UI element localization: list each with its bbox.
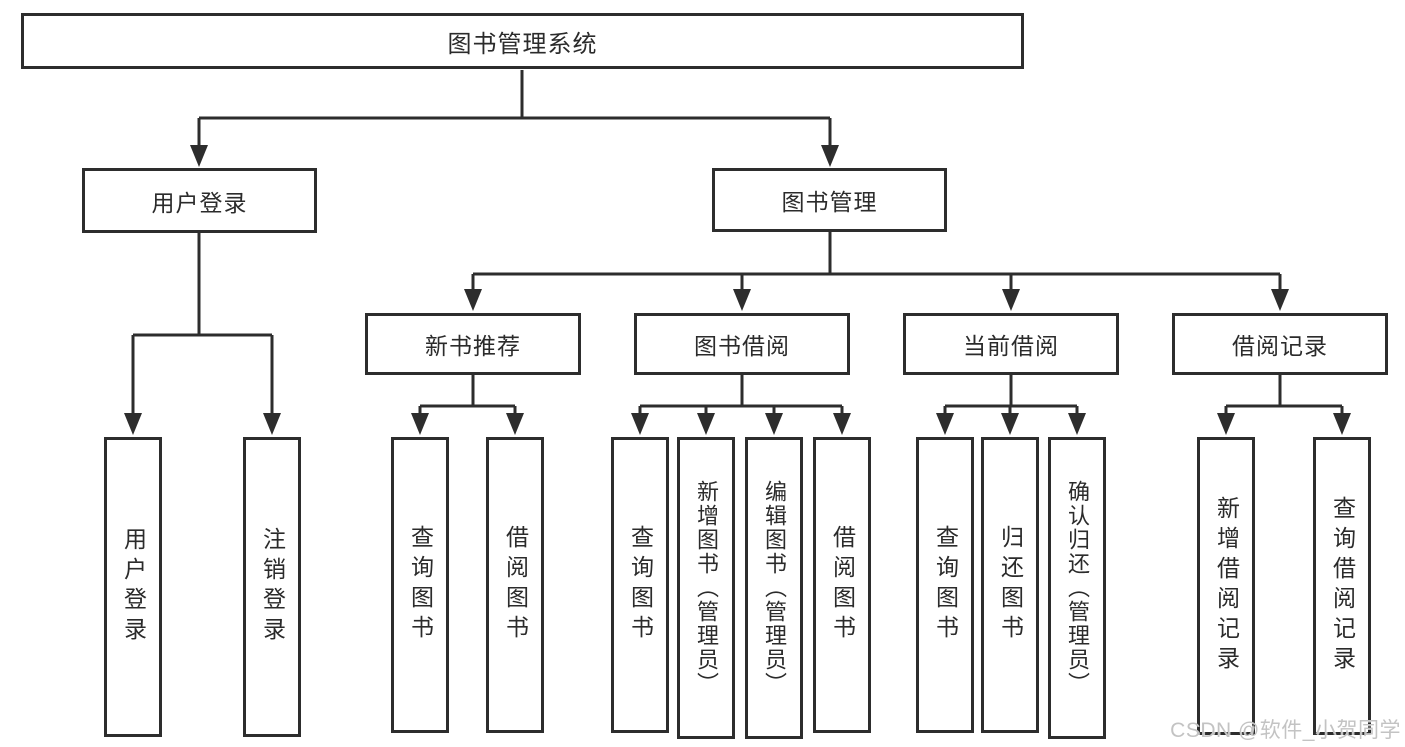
leaf-borrow-book-1: 借阅图书: [486, 437, 544, 733]
leaf-logout-label: 注销登录: [259, 527, 286, 647]
node-user-login: 用户登录: [82, 168, 317, 233]
leaf-add-borrow-record: 新增借阅记录: [1197, 437, 1255, 735]
leaf-query-book-2-label: 查询图书: [627, 525, 654, 645]
connector-user-login-children: [124, 233, 281, 435]
leaf-query-borrow-record: 查询借阅记录: [1313, 437, 1371, 735]
node-new-book-recommend: 新书推荐: [365, 313, 581, 375]
leaf-confirm-return-admin: 确认归还（管理员）: [1048, 437, 1106, 739]
watermark-text: CSDN @软件_小贺同学: [1170, 719, 1401, 742]
leaf-confirm-return-admin-label: 确认归还（管理员）: [1065, 480, 1090, 696]
node-borrow-records: 借阅记录: [1172, 313, 1388, 375]
connector-current-borrow-children: [936, 375, 1086, 435]
connector-root-to-level2: [190, 70, 839, 167]
leaf-query-book-2: 查询图书: [611, 437, 669, 733]
leaf-edit-book-admin: 编辑图书（管理员）: [745, 437, 803, 739]
leaf-logout: 注销登录: [243, 437, 301, 737]
leaf-edit-book-admin-label: 编辑图书（管理员）: [762, 480, 787, 696]
leaf-add-book-admin: 新增图书（管理员）: [677, 437, 735, 739]
node-current-borrow: 当前借阅: [903, 313, 1119, 375]
leaf-query-book-1-label: 查询图书: [407, 525, 434, 645]
leaf-borrow-book-1-label: 借阅图书: [502, 525, 529, 645]
leaf-add-borrow-record-label: 新增借阅记录: [1213, 496, 1240, 676]
connector-borrow-records-children: [1217, 375, 1351, 435]
node-root-label: 图书管理系统: [447, 30, 598, 58]
node-current-borrow-label: 当前借阅: [963, 333, 1059, 359]
node-book-management-label: 图书管理: [781, 189, 878, 215]
leaf-query-book-1: 查询图书: [391, 437, 449, 733]
leaf-add-book-admin-label: 新增图书（管理员）: [694, 480, 719, 696]
leaf-return-book-label: 归还图书: [997, 525, 1024, 645]
node-book-borrow: 图书借阅: [634, 313, 850, 375]
leaf-query-borrow-record-label: 查询借阅记录: [1329, 496, 1356, 676]
node-user-login-label: 用户登录: [151, 189, 248, 216]
node-new-book-recommend-label: 新书推荐: [425, 333, 521, 359]
node-book-borrow-label: 图书借阅: [694, 333, 790, 359]
connector-book-borrow-children: [631, 375, 851, 435]
node-root: 图书管理系统: [21, 13, 1024, 69]
node-borrow-records-label: 借阅记录: [1232, 333, 1328, 359]
leaf-query-book-3: 查询图书: [916, 437, 974, 733]
connector-new-book-recommend-children: [411, 375, 524, 435]
node-book-management: 图书管理: [712, 168, 947, 232]
leaf-user-login: 用户登录: [104, 437, 162, 737]
connector-book-management-to-level3: [464, 232, 1289, 311]
leaf-borrow-book-2: 借阅图书: [813, 437, 871, 733]
leaf-query-book-3-label: 查询图书: [932, 525, 959, 645]
leaf-borrow-book-2-label: 借阅图书: [829, 525, 856, 645]
leaf-user-login-label: 用户登录: [120, 527, 147, 647]
leaf-return-book: 归还图书: [981, 437, 1039, 733]
